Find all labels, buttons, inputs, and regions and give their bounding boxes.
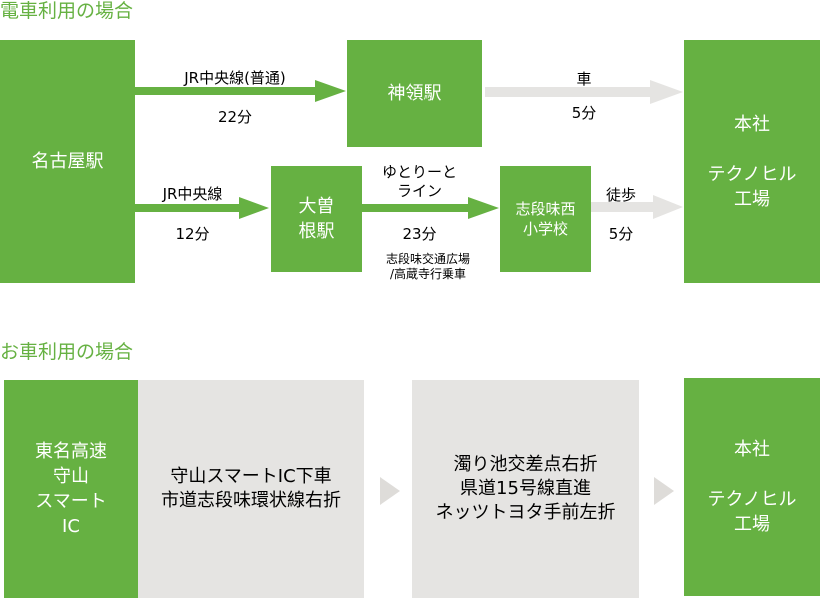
car-step-2-box: 濁り池交差点右折 県道15号線直進 ネッツトヨタ手前左折 xyxy=(412,380,639,598)
train-section-heading: 電車利用の場合 xyxy=(0,0,134,22)
car-section-heading: お車利用の場合 xyxy=(0,341,134,363)
walk-arrow xyxy=(591,195,683,219)
yutorito-line-time: 23分 xyxy=(402,225,437,243)
jinryo-station-box: 神領駅 xyxy=(347,40,482,147)
nagoya-station-box: 名古屋駅 xyxy=(0,40,135,283)
tomei-moriyama-smart-ic-box: 東名高速 守山 スマート IC xyxy=(4,380,138,598)
walk-label: 徒歩 xyxy=(605,186,636,204)
car-step-1-box: 守山スマートIC下車 市道志段味環状線右折 xyxy=(138,380,364,598)
yutorito-boarding-note: 志段味交通広場 /高蔵寺行乗車 xyxy=(385,252,470,281)
chevron-right-icon xyxy=(380,477,400,505)
jr-chuo-arrow xyxy=(135,197,269,219)
jr-chuo-local-arrow xyxy=(135,80,346,102)
car-transfer-label: 車 xyxy=(576,70,592,88)
yutorito-line-label: ゆとりーと ライン xyxy=(381,163,457,200)
jr-chuo-local-label: JR中央線(普通) xyxy=(184,69,286,87)
car-destination-box: 本社 テクノヒル 工場 xyxy=(684,378,820,596)
jr-chuo-time: 12分 xyxy=(175,225,210,243)
yutorito-line-arrow xyxy=(362,197,499,219)
jr-chuo-label: JR中央線 xyxy=(162,185,223,203)
jr-chuo-local-time: 22分 xyxy=(217,108,253,126)
shidami-nishi-school-stop-box: 志段味西 小学校 xyxy=(500,166,591,272)
ozone-station-box: 大曽 根駅 xyxy=(271,166,362,272)
car-transfer-arrow xyxy=(485,80,683,104)
car-transfer-time: 5分 xyxy=(571,104,597,122)
walk-time: 5分 xyxy=(608,225,634,243)
train-destination-box: 本社 テクノヒル 工場 xyxy=(684,40,820,283)
chevron-right-icon xyxy=(654,477,674,505)
